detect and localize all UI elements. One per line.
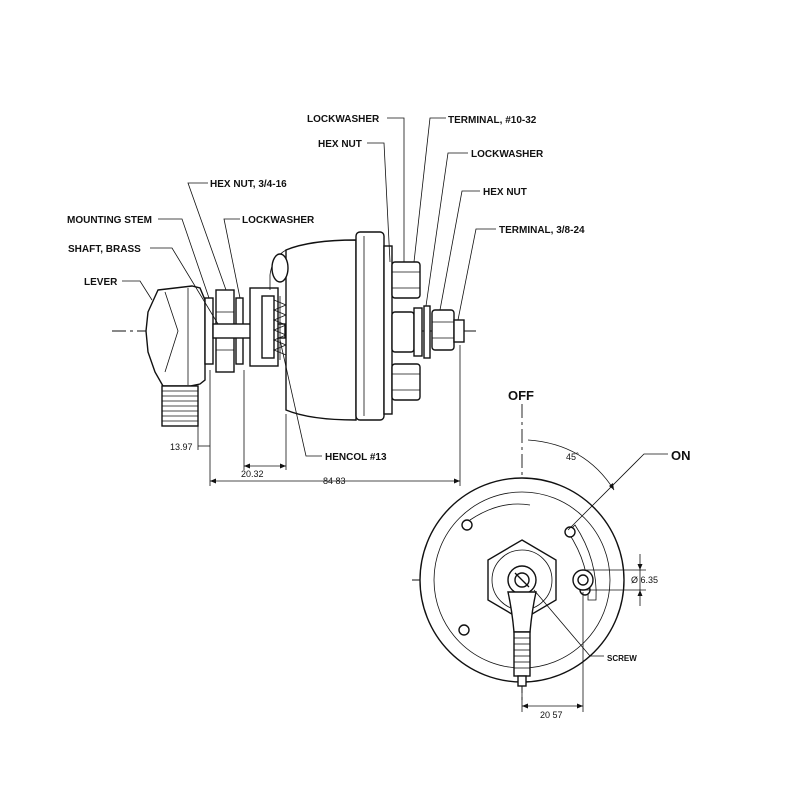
dim-13-97: 13.97 xyxy=(170,442,193,452)
mounting-stem-part xyxy=(204,297,214,365)
label-hencol: HENCOL #13 xyxy=(325,452,387,463)
terminal-3-8-part xyxy=(391,305,465,359)
label-mounting-stem: MOUNTING STEM xyxy=(67,215,152,226)
label-hex-nut-right: HEX NUT xyxy=(483,187,527,198)
terminal-lower-part xyxy=(391,363,421,401)
terminal-10-32-part xyxy=(391,261,421,299)
dim-hole-diameter: Ø 6.35 xyxy=(631,575,658,585)
front-view xyxy=(412,404,668,712)
label-on: ON xyxy=(671,448,691,463)
label-hex-nut-top: HEX NUT xyxy=(318,139,362,150)
label-lockwasher-stem: LOCKWASHER xyxy=(242,215,315,226)
side-dimensions xyxy=(197,345,461,486)
label-screw: SCREW xyxy=(607,654,637,663)
dim-angle: 45˚ xyxy=(566,452,579,462)
label-lockwasher-right: LOCKWASHER xyxy=(471,149,544,160)
lever-part xyxy=(145,285,206,427)
label-hex-nut-3-4: HEX NUT, 3/4-16 xyxy=(210,179,287,190)
side-leaders xyxy=(122,117,496,457)
dim-20-32: 20.32 xyxy=(241,469,264,479)
switch-housing xyxy=(285,239,357,421)
label-off: OFF xyxy=(508,388,534,403)
label-lockwasher-top: LOCKWASHER xyxy=(307,114,380,125)
angle-arc xyxy=(527,439,615,491)
label-shaft-brass: SHAFT, BRASS xyxy=(68,244,141,255)
label-terminal-3-8: TERMINAL, 3/8-24 xyxy=(499,225,585,236)
dim-20-57: 20 57 xyxy=(540,710,563,720)
side-view xyxy=(112,231,478,427)
dim-84-83: 84 83 xyxy=(323,476,346,486)
label-terminal-10-32: TERMINAL, #10-32 xyxy=(448,115,537,126)
label-lever: LEVER xyxy=(84,277,118,288)
housing-flange xyxy=(355,231,385,421)
